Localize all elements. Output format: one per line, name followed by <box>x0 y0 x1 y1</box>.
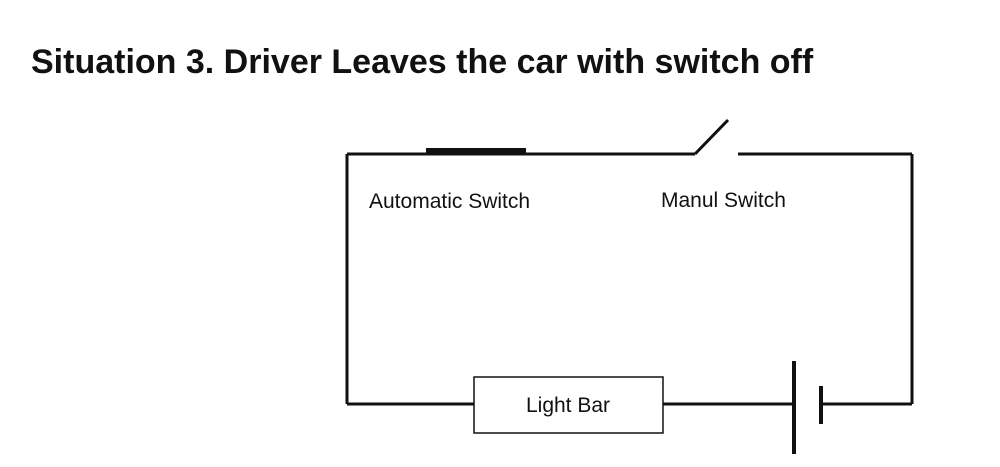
page-title: Situation 3. Driver Leaves the car with … <box>31 43 814 81</box>
automatic-switch-label: Automatic Switch <box>369 190 530 213</box>
manual-switch-blade <box>693 118 730 156</box>
light-bar-label: Light Bar <box>526 394 610 417</box>
manual-switch-label: Manul Switch <box>661 189 786 212</box>
